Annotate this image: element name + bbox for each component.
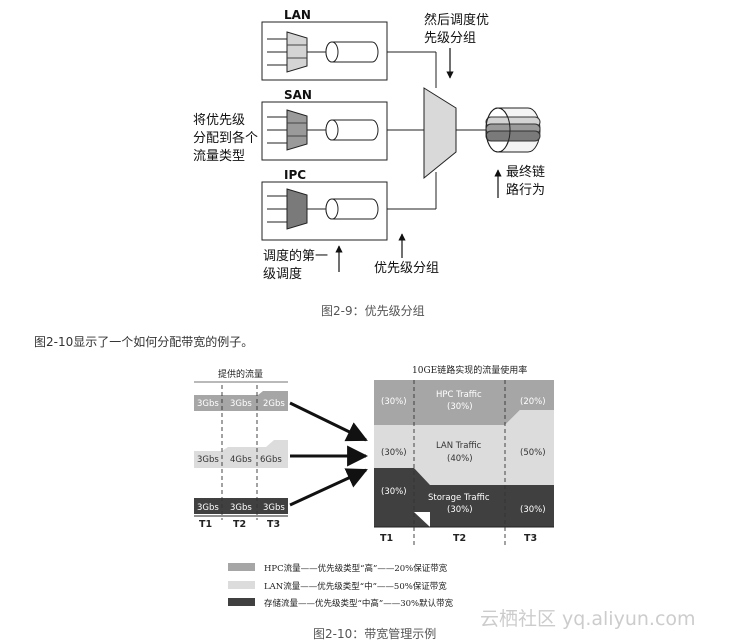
storage-pct: (30%) <box>447 505 473 515</box>
arrow-hpc <box>289 401 368 442</box>
lan-queue-box: LAN <box>261 8 437 88</box>
priority-scheduler <box>423 87 490 180</box>
offered-traffic-title: 提供的流量 <box>218 368 263 380</box>
priority-grouping-diagram: LAN SAN <box>193 8 545 282</box>
ipc-queue-box: IPC <box>261 168 437 241</box>
offered-cell: 3Gbs <box>197 399 219 409</box>
final-link-pipe <box>485 107 541 153</box>
offered-cell: 6Gbs <box>260 455 282 465</box>
legend-hpc: HPC流量——优先级类型“高”——20%保证带宽 <box>264 563 448 574</box>
lan-label: LAN <box>284 8 311 22</box>
t-label-right: T2 <box>453 533 466 544</box>
offered-cell: 4Gbs <box>230 455 252 465</box>
assign-label-2: 分配到各个 <box>193 130 258 146</box>
t-label-left: T3 <box>267 519 280 530</box>
storage-pct: (30%) <box>381 487 407 497</box>
t-label-left: T1 <box>199 519 212 530</box>
storage-name: Storage Traffic <box>428 493 490 503</box>
lan-band <box>374 410 554 485</box>
then-schedule-label-2: 先级分组 <box>424 31 476 46</box>
watermark: 云栖社区 yq.aliyun.com <box>480 608 696 630</box>
lan-pct: (40%) <box>447 454 473 464</box>
figure-2-10-caption: 图2-10：带宽管理示例 <box>313 627 437 641</box>
legend-swatch-hpc <box>228 563 255 571</box>
san-label: SAN <box>284 88 312 102</box>
legend-swatch-lan <box>228 581 255 589</box>
offered-hpc-row: 3Gbs 3Gbs 2Gbs <box>194 391 288 411</box>
offered-lan-row: 3Gbs 4Gbs 6Gbs <box>194 440 288 468</box>
legend-lan: LAN流量——优先级类型“中”——50%保证带宽 <box>264 581 447 592</box>
bandwidth-management-diagram: 提供的流量 3Gbs 3Gbs 2Gbs 3Gbs 4Gbs 6Gbs 3Gbs… <box>194 364 696 630</box>
legend: HPC流量——优先级类型“高”——20%保证带宽 LAN流量——优先级类型“中”… <box>228 563 454 609</box>
legend-storage: 存储流量——优先级类型“中高”——30%默认带宽 <box>264 598 454 609</box>
san-queue-box: SAN <box>261 88 424 161</box>
offered-cell: 2Gbs <box>263 399 285 409</box>
ipc-label: IPC <box>284 168 306 182</box>
t-label-left: T2 <box>233 519 246 530</box>
figure-2-9-caption: 图2-9：优先级分组 <box>321 304 425 318</box>
lan-pct: (30%) <box>381 448 407 458</box>
arrow-storage <box>289 468 368 507</box>
hpc-pct: (30%) <box>447 402 473 412</box>
offered-cell: 3Gbs <box>230 399 252 409</box>
first-sched-label-1: 调度的第一 <box>263 248 328 264</box>
offered-cell: 3Gbs <box>197 455 219 465</box>
hpc-band <box>374 380 554 425</box>
assign-label-1: 将优先级 <box>193 113 245 128</box>
legend-swatch-storage <box>228 598 255 606</box>
body-paragraph: 图2-10显示了一个如何分配带宽的例子。 <box>34 335 254 349</box>
final-label-2: 路行为 <box>506 182 545 198</box>
hpc-pct: (20%) <box>520 397 546 407</box>
storage-pct: (30%) <box>520 505 546 515</box>
final-label-1: 最终链 <box>506 164 545 180</box>
offered-cell: 3Gbs <box>197 503 219 513</box>
then-schedule-label-1: 然后调度优 <box>424 12 489 28</box>
t-label-right: T1 <box>380 533 393 544</box>
t-label-right: T3 <box>524 533 537 544</box>
link-usage-chart: (30%) HPC Traffic (30%) (20%) (30%) LAN … <box>374 380 554 545</box>
hpc-pct: (30%) <box>381 397 407 407</box>
offered-cell: 3Gbs <box>263 503 285 513</box>
hpc-name: HPC Traffic <box>436 390 482 400</box>
prio-group-label: 优先级分组 <box>374 261 439 276</box>
first-sched-label-2: 级调度 <box>263 266 302 282</box>
offered-cell: 3Gbs <box>230 503 252 513</box>
offered-storage-row: 3Gbs 3Gbs 3Gbs <box>194 498 288 514</box>
lan-name: LAN Traffic <box>436 441 482 451</box>
lan-pct: (50%) <box>520 448 546 458</box>
assign-label-3: 流量类型 <box>193 149 245 164</box>
link-usage-title: 10GE链路实现的流量使用率 <box>412 364 527 376</box>
